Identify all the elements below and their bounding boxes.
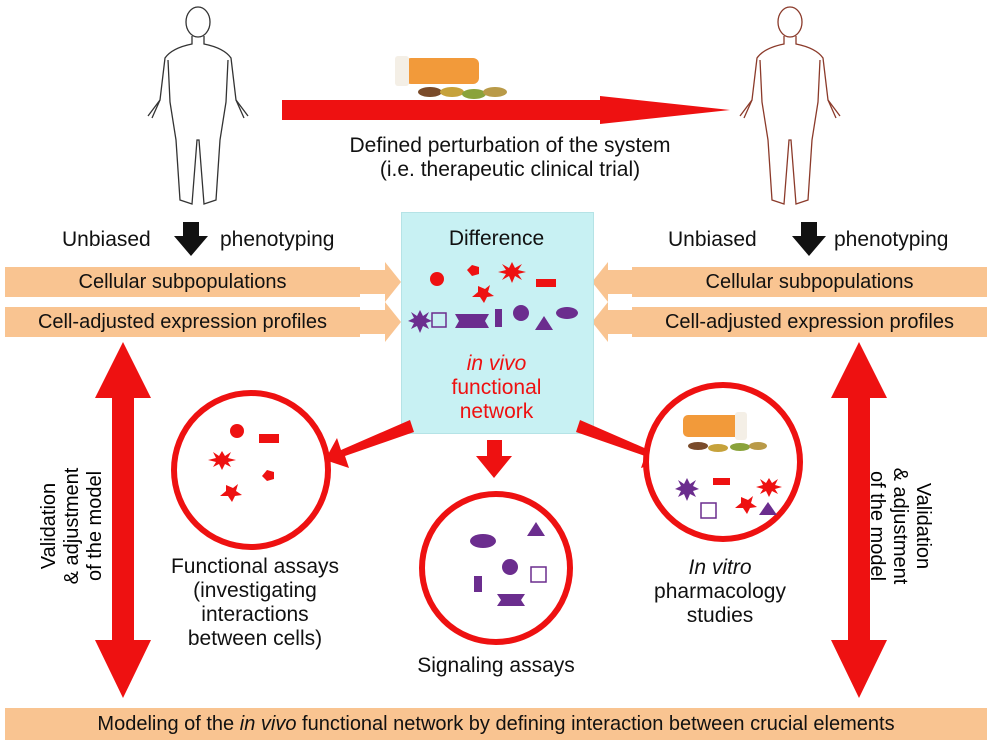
right-phenotyping-label: phenotyping xyxy=(834,228,949,251)
functional-assays-line4: between cells) xyxy=(187,627,323,650)
right-validation-line1: Validation xyxy=(912,482,934,570)
difference-title: Difference xyxy=(448,227,545,250)
arrow-to-signaling xyxy=(476,440,512,478)
circle-cell-icon xyxy=(643,382,803,542)
modeling-band: Modeling of the in vivo functional netwo… xyxy=(5,708,987,740)
network-label-line2: functional xyxy=(451,376,542,399)
right-band-cellular-subpopulations: Cellular subpopulations xyxy=(632,267,987,297)
right-validation-arrow xyxy=(831,342,887,698)
functional-assays-line3: interactions xyxy=(201,603,309,626)
circle-cell-icon xyxy=(171,390,331,550)
left-band1-arrowhead xyxy=(360,262,401,302)
left-validation-line1: Validation xyxy=(38,482,60,570)
signaling-assays-label: Signaling assays xyxy=(417,654,575,677)
modeling-prefix: Modeling of the xyxy=(97,713,240,735)
arrow-to-functional xyxy=(325,420,414,468)
perturbation-text-line1: Defined perturbation of the system xyxy=(349,134,671,157)
left-unbiased-label: Unbiased xyxy=(62,228,151,251)
left-validation-line2: & adjustment xyxy=(61,467,83,585)
network-label-line3: network xyxy=(459,400,534,423)
right-band2-arrowhead xyxy=(592,302,632,342)
right-unbiased-label: Unbiased xyxy=(668,228,757,251)
invitro-label-italic: In vitro xyxy=(688,556,752,579)
left-phenotyping-label: phenotyping xyxy=(220,228,335,251)
left-band-expression-profiles: Cell-adjusted expression profiles xyxy=(5,307,360,337)
invitro-label-line2: pharmacology xyxy=(654,580,786,603)
arrow-to-invitro xyxy=(576,420,665,468)
perturbation-text-line2: (i.e. therapeutic clinical trial) xyxy=(379,158,641,181)
right-band-expression-profiles: Cell-adjusted expression profiles xyxy=(632,307,987,337)
circle-cell-icon xyxy=(419,491,573,645)
left-validation-line3: of the model xyxy=(84,470,106,582)
perturbation-arrow xyxy=(282,96,730,124)
left-validation-text: Validation & adjustment of the model xyxy=(38,426,110,626)
difference-elements xyxy=(408,262,578,333)
modeling-suffix: functional network by defining interacti… xyxy=(296,713,895,735)
left-band-cellular-subpopulations: Cellular subpopulations xyxy=(5,267,360,297)
right-validation-line3: of the model xyxy=(866,470,888,582)
network-label-italic: in vivo xyxy=(466,352,527,375)
right-validation-text: Validation & adjustment of the model xyxy=(862,426,934,626)
left-validation-arrow xyxy=(95,342,151,698)
modeling-italic: in vivo xyxy=(239,713,297,735)
functional-assays-line2: (investigating xyxy=(193,579,317,602)
pill-bottle-icon xyxy=(395,56,507,99)
invitro-label-line3: studies xyxy=(686,604,754,627)
right-band1-arrowhead xyxy=(592,262,632,302)
functional-assays-line1: Functional assays xyxy=(170,555,340,578)
right-validation-line2: & adjustment xyxy=(889,467,911,585)
left-band2-arrowhead xyxy=(360,302,401,342)
down-arrow-icon xyxy=(174,222,208,256)
treated-human-outline-icon xyxy=(739,6,841,205)
down-arrow-icon xyxy=(792,222,826,256)
human-outline-icon xyxy=(147,6,249,205)
